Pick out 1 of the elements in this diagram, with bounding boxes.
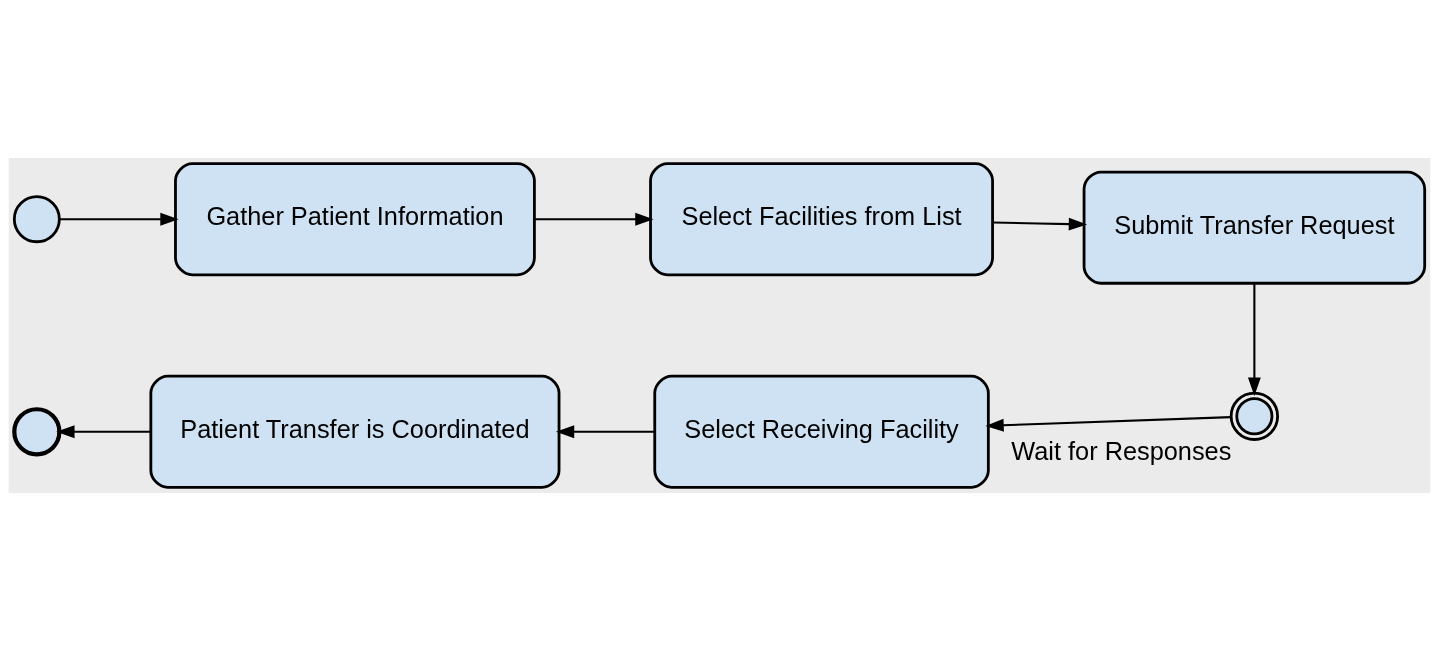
node-label: Wait for Responses [1011,436,1232,465]
